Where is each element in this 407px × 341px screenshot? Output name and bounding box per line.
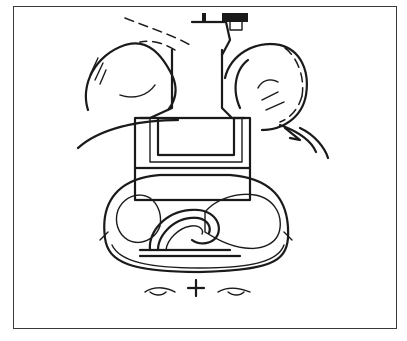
upper-tube	[192, 13, 248, 55]
left-lobe	[86, 43, 176, 110]
right-lobe	[225, 44, 307, 140]
coiled-membrane	[140, 210, 240, 256]
lower-cavity	[100, 175, 292, 272]
bottom-marks	[145, 280, 250, 296]
dashed-contours	[125, 18, 303, 122]
stippled-tissue	[116, 194, 280, 248]
implant-housing	[135, 50, 250, 200]
